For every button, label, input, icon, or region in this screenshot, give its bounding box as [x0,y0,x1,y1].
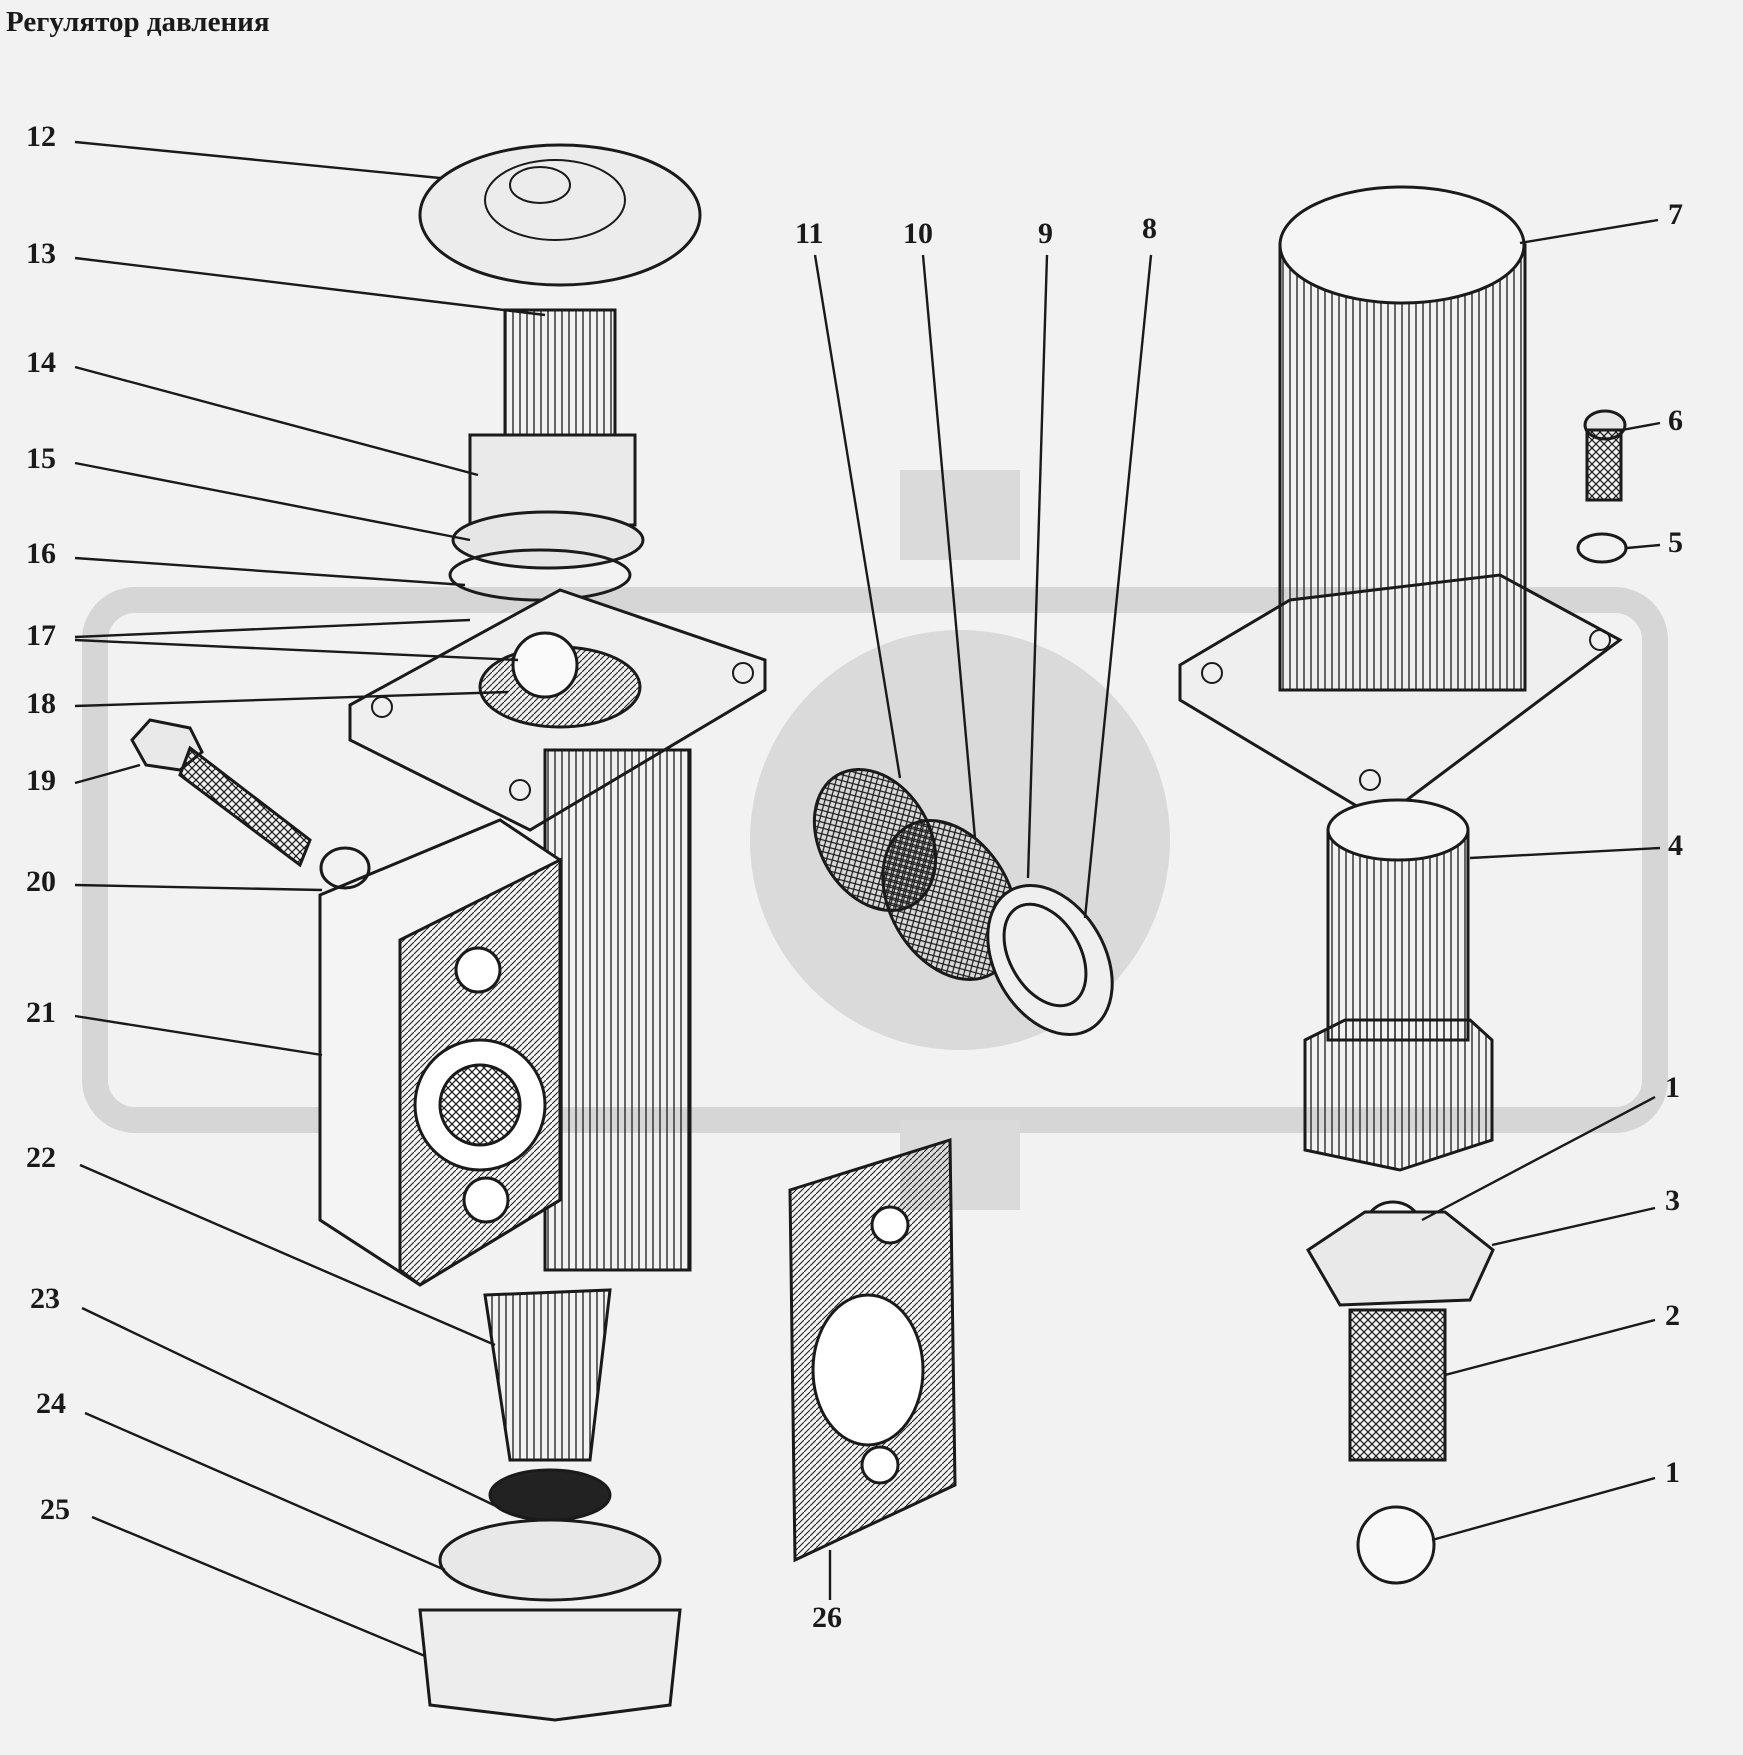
page-title: Регулятор давления [6,6,270,38]
callout-23: 23 [30,1282,501,1510]
svg-text:20: 20 [26,865,56,898]
callout-7: 7 [1519,198,1683,245]
callouts: 12 13 14 15 16 17 18 19 20 21 22 23 24 2… [26,120,1683,1658]
gasket [788,1137,957,1563]
regulator-body-assembly [130,143,767,1722]
svg-text:1: 1 [1665,1071,1680,1104]
svg-text:25: 25 [40,1493,70,1526]
svg-text:5: 5 [1668,526,1683,559]
callout-1-bottom: 1 [1431,1456,1680,1542]
callout-18: 18 [26,687,509,720]
body-cylinder [543,748,692,1272]
svg-text:8: 8 [1142,212,1157,245]
callout-12: 12 [26,120,441,180]
callout-17: 17 [26,618,519,662]
svg-text:21: 21 [26,996,56,1029]
cover-cylinder [1278,243,1527,692]
svg-text:6: 6 [1668,404,1683,437]
callout-2: 2 [1444,1299,1680,1377]
svg-text:16: 16 [26,537,56,570]
svg-text:10: 10 [903,217,933,250]
svg-text:18: 18 [26,687,56,720]
callout-13: 13 [26,237,546,317]
svg-text:12: 12 [26,120,56,153]
svg-text:24: 24 [36,1387,66,1420]
callout-9: 9 [1026,217,1053,879]
callout-15: 15 [26,442,471,542]
svg-text:14: 14 [26,346,56,379]
callout-21: 21 [26,996,323,1057]
svg-text:3: 3 [1665,1184,1680,1217]
filter-assembly [812,767,1114,1037]
cap-disc [418,143,702,287]
svg-text:9: 9 [1038,217,1053,250]
svg-text:26: 26 [812,1601,842,1634]
callout-14: 14 [26,346,479,477]
callout-4: 4 [1469,829,1683,862]
callout-26: 26 [812,1550,842,1634]
callout-10: 10 [903,217,977,839]
callout-8: 8 [1083,212,1157,919]
svg-text:15: 15 [26,442,56,475]
callout-22: 22 [26,1141,496,1347]
svg-text:19: 19 [26,764,56,797]
callout-24: 24 [36,1387,446,1572]
svg-text:4: 4 [1668,829,1683,862]
callout-1-top: 1 [1421,1071,1680,1222]
callout-16: 16 [26,537,466,587]
svg-text:11: 11 [795,217,823,250]
callout-5: 5 [1626,526,1683,559]
svg-text:7: 7 [1668,198,1683,231]
cover-assembly [1178,185,1628,1585]
svg-text:1: 1 [1665,1456,1680,1489]
svg-text:13: 13 [26,237,56,270]
callout-6: 6 [1621,404,1683,437]
callout-11: 11 [795,217,902,779]
callout-20: 20 [26,865,323,898]
callout-25: 25 [40,1493,426,1658]
hex-nut [418,1608,682,1722]
svg-text:22: 22 [26,1141,56,1174]
callout-19: 19 [26,763,141,797]
callout-3: 3 [1491,1184,1680,1247]
svg-text:2: 2 [1665,1299,1680,1332]
svg-text:23: 23 [30,1282,60,1315]
cone-part [483,1288,612,1462]
svg-text:17: 17 [26,619,56,652]
